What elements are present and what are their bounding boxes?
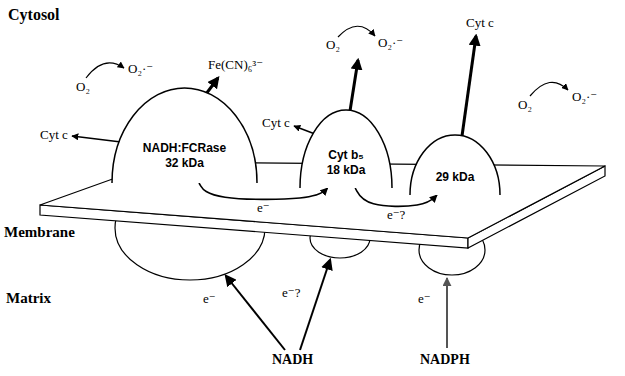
dome-outline-path xyxy=(112,88,257,183)
protein-name: Cyt b₅ 18 kDa xyxy=(322,148,370,178)
edge-label: e⁻? xyxy=(385,208,407,222)
protein-dome: NADH:FCRase 32 kDa xyxy=(112,88,257,183)
electron-label: e⁻ xyxy=(203,292,216,307)
reaction-arrow xyxy=(530,82,568,96)
electron-arrow xyxy=(226,276,285,350)
molecule-label: Cyt c xyxy=(262,116,290,131)
protein-dome: Cyt b₅ 18 kDa xyxy=(300,110,392,188)
molecule-label: O₂·⁻ xyxy=(572,90,597,105)
molecule-label: Fe(CN)₆³⁻ xyxy=(208,58,263,73)
protein-dome: 29 kDa xyxy=(410,135,500,195)
reaction-arrow xyxy=(350,60,358,111)
reaction-arrow xyxy=(206,78,218,94)
molecule-label: O₂·⁻ xyxy=(128,62,153,77)
donor-label: NADPH xyxy=(420,352,470,368)
edge-label: e⁻ xyxy=(255,201,272,215)
molecule-label: Cyt c xyxy=(40,128,68,143)
electron-label: e⁻? xyxy=(282,286,300,301)
molecule-label: O₂·⁻ xyxy=(378,36,403,51)
reaction-arrow xyxy=(462,36,476,136)
protein-name: 29 kDa xyxy=(436,170,475,185)
electron-arrow xyxy=(300,260,330,350)
reaction-arrow xyxy=(338,26,375,37)
reaction-arrow xyxy=(86,63,124,78)
compartment-label: Cytosol xyxy=(8,6,60,24)
reaction-arrow xyxy=(294,126,315,134)
compartment-label: Matrix xyxy=(6,290,51,307)
molecule-label: O₂ xyxy=(76,80,90,95)
reaction-arrow xyxy=(72,136,121,142)
electron-label: e⁻ xyxy=(418,292,431,307)
molecule-label: O₂ xyxy=(326,38,340,53)
dome-outline-path xyxy=(300,110,392,188)
compartment-label: Membrane xyxy=(4,224,75,241)
molecule-label: Cyt c xyxy=(466,16,494,31)
dome-outline-path xyxy=(410,135,500,195)
electron-arrow xyxy=(446,278,448,348)
molecule-label: O₂ xyxy=(518,98,532,113)
protein-name: NADH:FCRase 32 kDa xyxy=(137,141,232,171)
donor-label: NADH xyxy=(272,352,313,368)
dome-outline xyxy=(410,135,500,195)
